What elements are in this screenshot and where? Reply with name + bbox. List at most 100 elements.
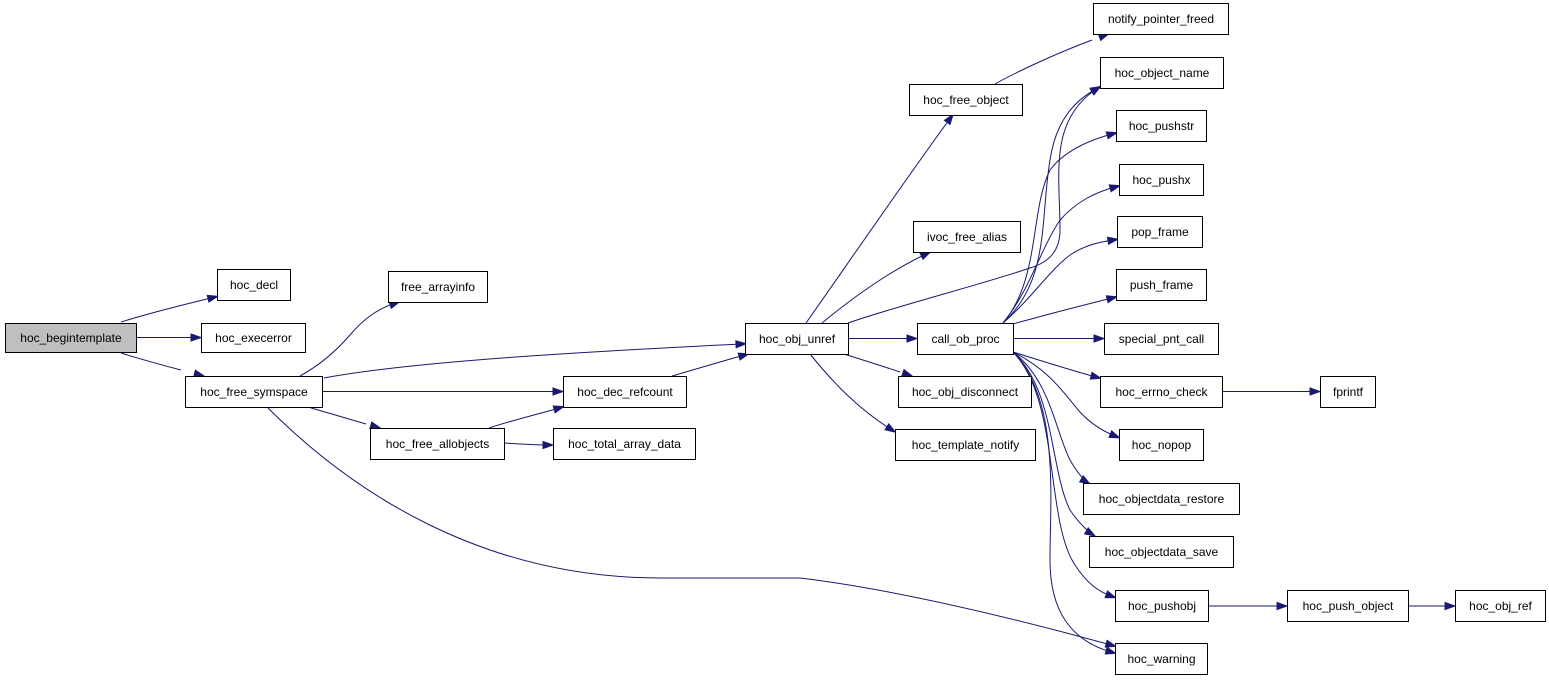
node-call_ob_proc[interactable]: call_ob_proc (917, 323, 1014, 355)
node-box (1116, 269, 1207, 301)
edge-arrowhead (552, 387, 565, 396)
edge-line (120, 297, 212, 323)
node-hoc_pushstr[interactable]: hoc_pushstr (1116, 110, 1207, 142)
node-box (1119, 429, 1204, 461)
node-box (895, 429, 1036, 461)
node-box (1083, 483, 1240, 515)
node-hoc_objectdata_save[interactable]: hoc_objectdata_save (1089, 536, 1234, 568)
edge-line (994, 39, 1093, 85)
node-box (917, 323, 1014, 355)
node-label: ivoc_free_alias (927, 230, 1007, 244)
node-label: hoc_total_array_data (568, 437, 681, 451)
node-box (1116, 110, 1207, 142)
node-label: special_pnt_call (1119, 332, 1204, 346)
edge-line (307, 406, 367, 425)
node-box (388, 271, 488, 303)
node-push_frame[interactable]: push_frame (1116, 269, 1207, 301)
edge-arrowhead (1104, 646, 1118, 655)
edge-arrowhead (190, 333, 203, 342)
node-fprintf[interactable]: fprintf (1320, 376, 1376, 408)
node-hoc_free_object[interactable]: hoc_free_object (909, 84, 1023, 116)
edge-hoc_free_symspace-to-hoc_warning (267, 407, 1118, 648)
edge-hoc_begintemplate-to-hoc_decl (120, 294, 220, 323)
node-hoc_obj_disconnect[interactable]: hoc_obj_disconnect (898, 376, 1032, 408)
node-hoc_object_name[interactable]: hoc_object_name (1100, 57, 1224, 89)
edge-call_ob_proc-to-hoc_object_name (1002, 85, 1103, 324)
node-label: hoc_pushx (1132, 173, 1190, 187)
node-hoc_free_allobjects[interactable]: hoc_free_allobjects (370, 428, 505, 460)
edge-hoc_free_symspace-to-hoc_free_allobjects (307, 406, 382, 430)
node-box (913, 221, 1021, 253)
edge-line (671, 355, 742, 377)
node-notify_pointer_freed[interactable]: notify_pointer_freed (1093, 3, 1229, 35)
node-label: hoc_free_object (923, 93, 1009, 107)
edge-hoc_free_symspace-to-hoc_dec_refcount (322, 387, 565, 396)
node-hoc_pushx[interactable]: hoc_pushx (1119, 164, 1204, 196)
node-hoc_begintemplate[interactable]: hoc_begintemplate (5, 323, 137, 353)
node-label: pop_frame (1131, 225, 1189, 239)
node-box (5, 323, 137, 353)
node-free_arrayinfo[interactable]: free_arrayinfo (388, 271, 488, 303)
edge-arrowhead (542, 440, 555, 450)
edge-line (1012, 297, 1113, 325)
node-label: fprintf (1333, 385, 1364, 399)
edge-call_ob_proc-to-hoc_warning (1012, 351, 1118, 655)
node-hoc_pushobj[interactable]: hoc_pushobj (1115, 590, 1209, 622)
edge-call_ob_proc-to-hoc_pushobj (1012, 351, 1118, 599)
edge-line (299, 303, 394, 377)
edge-call_ob_proc-to-hoc_objectdata_save (1012, 351, 1097, 537)
edge-arrowhead (1105, 295, 1119, 304)
edge-hoc_pushobj-to-hoc_push_object (1208, 601, 1289, 611)
node-box (217, 269, 291, 301)
edge-line (1002, 239, 1114, 324)
node-hoc_obj_ref[interactable]: hoc_obj_ref (1455, 590, 1546, 622)
node-hoc_free_symspace[interactable]: hoc_free_symspace (185, 376, 323, 408)
node-hoc_total_array_data[interactable]: hoc_total_array_data (553, 428, 696, 460)
node-hoc_decl[interactable]: hoc_decl (217, 269, 291, 301)
edge-hoc_begintemplate-to-hoc_free_symspace (120, 352, 206, 378)
node-label: hoc_push_object (1303, 599, 1394, 613)
edge-arrowhead (906, 334, 919, 343)
edge-arrowhead (901, 368, 914, 377)
node-label: hoc_decl (230, 278, 278, 292)
edge-call_ob_proc-to-hoc_nopop (1012, 351, 1122, 439)
node-hoc_nopop[interactable]: hoc_nopop (1119, 429, 1204, 461)
node-hoc_template_notify[interactable]: hoc_template_notify (895, 429, 1036, 461)
edge-call_ob_proc-to-pop_frame (1002, 236, 1120, 324)
node-pop_frame[interactable]: pop_frame (1117, 216, 1203, 248)
node-box (1119, 164, 1204, 196)
node-box (1455, 590, 1546, 622)
node-hoc_push_object[interactable]: hoc_push_object (1287, 590, 1409, 622)
edge-line (847, 87, 1099, 324)
node-box (185, 376, 323, 408)
edge-arrowhead (1276, 601, 1289, 611)
node-label: hoc_execerror (215, 331, 292, 345)
edge-arrowhead (1309, 387, 1322, 396)
edge-hoc_obj_unref-to-hoc_free_object (805, 113, 955, 324)
edge-line (821, 253, 927, 324)
node-special_pnt_call[interactable]: special_pnt_call (1104, 323, 1219, 355)
edge-arrowhead (369, 421, 382, 430)
edge-arrowhead (552, 405, 566, 414)
edge-hoc_obj_unref-to-ivoc_free_alias (821, 251, 932, 324)
node-box (1093, 3, 1229, 35)
edge-hoc_obj_unref-to-hoc_template_notify (809, 353, 897, 433)
node-box (1104, 323, 1219, 355)
node-box (1320, 376, 1376, 408)
node-ivoc_free_alias[interactable]: ivoc_free_alias (913, 221, 1021, 253)
edge-call_ob_proc-to-hoc_pushx (1002, 184, 1122, 324)
edge-arrowhead (1089, 85, 1103, 96)
node-hoc_errno_check[interactable]: hoc_errno_check (1100, 376, 1223, 408)
node-hoc_objectdata_restore[interactable]: hoc_objectdata_restore (1083, 483, 1240, 515)
node-box (201, 323, 306, 353)
edge-arrowhead (1108, 430, 1122, 439)
node-hoc_warning[interactable]: hoc_warning (1115, 643, 1208, 675)
edge-arrowhead (735, 340, 748, 349)
edge-line (323, 343, 742, 379)
node-hoc_execerror[interactable]: hoc_execerror (201, 323, 306, 353)
node-hoc_obj_unref[interactable]: hoc_obj_unref (745, 323, 849, 355)
node-label: push_frame (1130, 278, 1194, 292)
node-box (1115, 590, 1209, 622)
node-label: hoc_pushstr (1129, 119, 1194, 133)
node-hoc_dec_refcount[interactable]: hoc_dec_refcount (563, 376, 687, 408)
